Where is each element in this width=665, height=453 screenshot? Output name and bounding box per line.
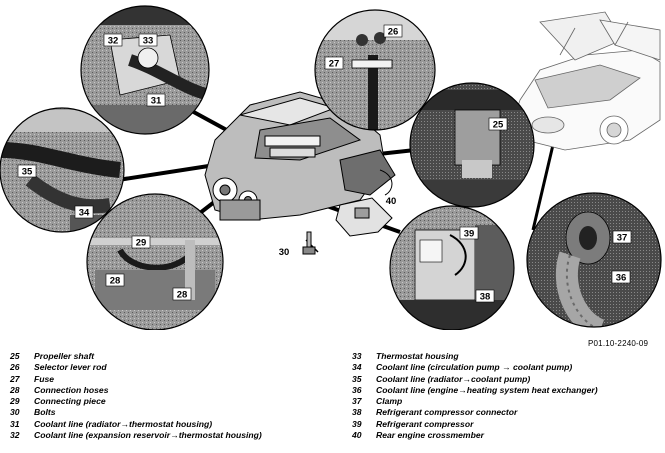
- callout-29: 29: [131, 235, 151, 249]
- detail-circle-propeller-shaft: [409, 82, 535, 208]
- callout-25: 25: [488, 117, 508, 131]
- svg-text:26: 26: [388, 27, 399, 38]
- callout-33: 33: [138, 33, 158, 47]
- detail-circle-selector-lever: [314, 9, 436, 131]
- engine-assembly: [204, 91, 396, 221]
- svg-text:34: 34: [79, 208, 90, 219]
- detail-circle-refrigerant-compressor: [389, 205, 515, 330]
- callout-36: 36: [611, 270, 631, 284]
- svg-text:25: 25: [493, 120, 504, 131]
- callout-labels: 32 33 31 35 34 29 28 28 26 27 25 39 38 3…: [17, 24, 632, 303]
- document-code: P01.10-2240-09: [588, 339, 649, 348]
- callout-27: 27: [324, 56, 344, 70]
- svg-text:39: 39: [464, 229, 475, 240]
- svg-text:31: 31: [151, 96, 162, 107]
- callout-39: 39: [459, 226, 479, 240]
- svg-text:36: 36: [616, 273, 627, 284]
- car-illustration: [514, 11, 661, 151]
- svg-text:28: 28: [177, 290, 188, 301]
- svg-text:32: 32: [108, 36, 119, 47]
- rear-engine-crossmember: [335, 197, 393, 237]
- svg-text:38: 38: [480, 292, 491, 303]
- callout-30: 30: [279, 247, 290, 258]
- svg-text:35: 35: [22, 167, 33, 178]
- svg-text:33: 33: [143, 36, 154, 47]
- callout-40: 40: [386, 196, 397, 207]
- callout-31: 31: [146, 93, 166, 107]
- detail-circle-thermostat: [80, 5, 210, 135]
- svg-text:29: 29: [136, 238, 147, 249]
- callout-35: 35: [17, 164, 37, 178]
- callout-34: 34: [74, 205, 94, 219]
- callout-37: 37: [612, 230, 632, 244]
- svg-text:27: 27: [329, 59, 340, 70]
- callout-32: 32: [103, 33, 123, 47]
- exploded-engine-diagram: 32 33 31 35 34 29 28 28 26 27 25 39 38 3…: [0, 5, 662, 330]
- callout-38: 38: [475, 289, 495, 303]
- callout-28-right: 28: [172, 287, 192, 301]
- callout-28-left: 28: [105, 273, 125, 287]
- detail-circle-heater-line: [526, 192, 662, 328]
- svg-text:28: 28: [110, 276, 121, 287]
- svg-text:37: 37: [617, 233, 628, 244]
- bolt: [302, 231, 316, 255]
- callout-26: 26: [383, 24, 403, 38]
- detail-circle-connection-hoses: [86, 193, 224, 330]
